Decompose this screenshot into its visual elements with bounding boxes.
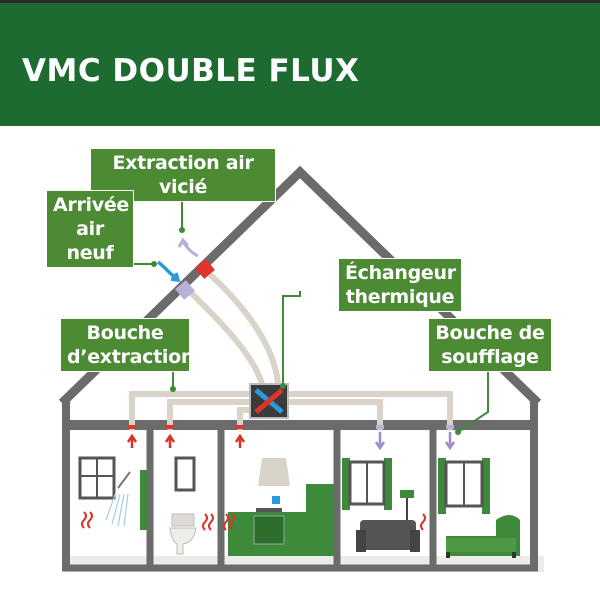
fresh-air-in-arrow — [156, 260, 181, 283]
label-bouche-soufflage: Bouche de soufflage — [428, 318, 552, 372]
label-extraction-air-vicie: Extraction air vicié — [90, 148, 276, 202]
extract-vents — [128, 425, 244, 429]
supply-arrows — [374, 432, 456, 451]
heat-exchanger-icon — [249, 383, 289, 419]
toilet-room — [169, 456, 214, 555]
label-echangeur-thermique: Échangeur thermique — [338, 258, 462, 312]
air-inlet-connector — [175, 280, 195, 300]
living-room — [342, 458, 426, 552]
kitchen — [223, 458, 334, 556]
bathroom — [78, 456, 148, 530]
attic-floor — [66, 420, 534, 430]
label-arrivee-air-neuf: Arrivée air neuf — [46, 190, 134, 268]
page-title: VMC DOUBLE FLUX — [22, 53, 360, 89]
supply-vents — [376, 425, 454, 429]
stale-air-out-arrow — [177, 237, 199, 258]
header-banner: VMC DOUBLE FLUX — [0, 0, 600, 126]
bedroom — [438, 458, 520, 558]
leader-dots — [151, 227, 461, 435]
house-diagram — [58, 165, 544, 572]
extract-arrows — [126, 433, 246, 448]
ducts — [129, 267, 453, 431]
label-bouche-extraction: Bouche d’extraction — [60, 318, 194, 372]
air-outlet-connector — [195, 259, 215, 279]
